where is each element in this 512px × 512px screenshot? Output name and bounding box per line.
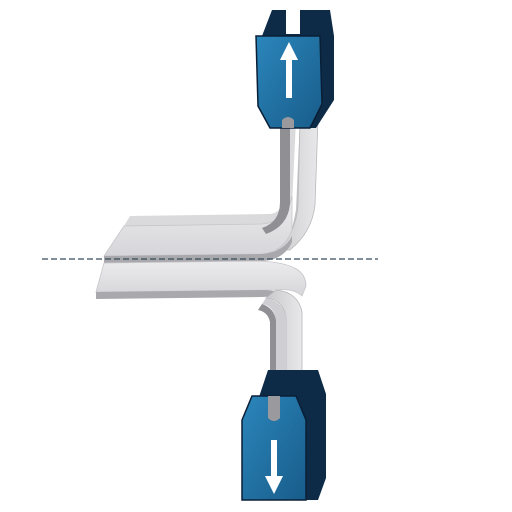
- lower-sheet-edge: [96, 290, 288, 300]
- upper-grip: [255, 10, 334, 129]
- upper-leg: [270, 118, 303, 250]
- upper-sheet-edge: [104, 236, 292, 263]
- upper-leg-edge: [262, 120, 290, 234]
- upper-adherend: [103, 117, 319, 263]
- lower-grip: [241, 370, 326, 501]
- upper-sheet: [124, 120, 296, 226]
- arrow-down-icon: [265, 440, 283, 494]
- lower-sheet-top: [95, 260, 307, 297]
- lower-grip-slot: [268, 396, 280, 421]
- upper-sheet-top: [103, 195, 293, 257]
- arrow-up-icon: [280, 42, 298, 98]
- upper-grip-jaw-notch: [286, 10, 300, 34]
- upper-grip-slot: [282, 117, 294, 128]
